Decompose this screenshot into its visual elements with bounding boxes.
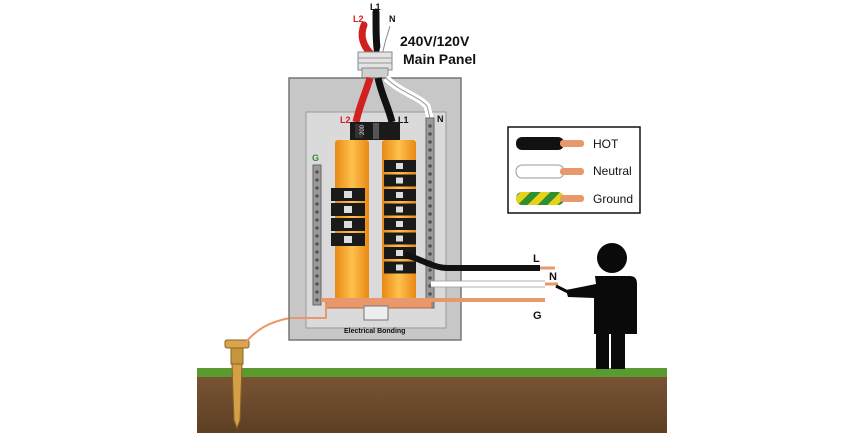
breaker-right (384, 261, 416, 274)
breaker-right (384, 203, 416, 216)
legend-neutral-wire (515, 164, 584, 179)
ground-screw (315, 290, 319, 294)
ground-screw (315, 274, 319, 278)
ground-screw (315, 298, 319, 302)
breaker-right (384, 218, 416, 230)
ground-screw (315, 210, 319, 214)
ground-screw (315, 226, 319, 230)
neutral-screw (428, 252, 432, 256)
person-finger (555, 284, 569, 294)
ground-screw (315, 266, 319, 270)
neutral-screw (428, 236, 432, 240)
wire-legend: HOT Neutral Ground (507, 126, 641, 214)
neutral-screw (428, 172, 432, 176)
ground-screw (315, 218, 319, 222)
neutral-screw (428, 156, 432, 160)
bus-g-label: G (312, 153, 319, 163)
panel-name-label: Main Panel (403, 51, 476, 67)
circuit-l-label: L (533, 253, 540, 265)
service-entrance-cables: L2 L1 N (353, 2, 396, 59)
circuit-wires (290, 252, 558, 319)
breaker-left (331, 188, 365, 201)
ground-rod (224, 317, 291, 430)
main-breaker-rating: 200 (360, 124, 366, 135)
main-breaker: 200 (350, 122, 400, 140)
bus-l1-label: L1 (398, 115, 409, 125)
ground-screw (315, 170, 319, 174)
neutral-screw (428, 124, 432, 128)
neutral-screw (428, 292, 432, 296)
ground-screw (315, 258, 319, 262)
legend-ground-label: Ground (593, 192, 633, 206)
circuit-g-label: G (533, 310, 542, 322)
neutral-screw (428, 212, 432, 216)
panel-feed-wires (352, 75, 434, 123)
service-l2-label: L2 (353, 14, 364, 24)
neutral-screw (428, 268, 432, 272)
neutral-screw (428, 180, 432, 184)
neutral-screw (428, 276, 432, 280)
person-silhouette (566, 243, 637, 369)
neutral-bar-screws (428, 124, 432, 304)
legend-hot-wire (516, 137, 584, 150)
bus-l2-label: L2 (340, 115, 351, 125)
breaker-right (384, 232, 416, 245)
ground-screw (315, 178, 319, 182)
ground-screw (315, 234, 319, 238)
breaker-right (384, 174, 416, 187)
breaker-right (384, 160, 416, 172)
breaker-right (384, 189, 416, 201)
breaker-left (331, 218, 365, 231)
neutral-screw (428, 148, 432, 152)
neutral-screw (428, 196, 432, 200)
neutral-screw (428, 164, 432, 168)
legend-hot-label: HOT (593, 137, 619, 151)
electrical-bonding-label: Electrical Bonding (344, 328, 405, 335)
legend-ground-wire (516, 192, 584, 205)
bus-n-label: N (437, 114, 444, 124)
neutral-screw (428, 132, 432, 136)
conduit-hub (357, 51, 393, 79)
ground-screw (315, 202, 319, 206)
ground-bar-screws (315, 170, 319, 302)
breaker-left (331, 233, 365, 246)
breaker-left (331, 203, 365, 216)
legend-neutral-label: Neutral (593, 164, 632, 178)
neutral-screw (428, 220, 432, 224)
neutral-screw (428, 204, 432, 208)
ground-screw (315, 250, 319, 254)
neutral-screw (428, 188, 432, 192)
ground-screw (315, 282, 319, 286)
neutral-screw (428, 228, 432, 232)
neutral-screw (428, 284, 432, 288)
ground-screw (315, 194, 319, 198)
panel-voltage-label: 240V/120V (400, 33, 470, 49)
ground-screw (315, 242, 319, 246)
branch-breakers (331, 160, 416, 274)
neutral-screw (428, 140, 432, 144)
service-l1-label: L1 (370, 2, 381, 12)
service-n-label: N (389, 14, 396, 24)
neutral-screw (428, 244, 432, 248)
ground-screw (315, 186, 319, 190)
ground-soil (197, 368, 667, 433)
circuit-n-label: N (549, 271, 557, 283)
